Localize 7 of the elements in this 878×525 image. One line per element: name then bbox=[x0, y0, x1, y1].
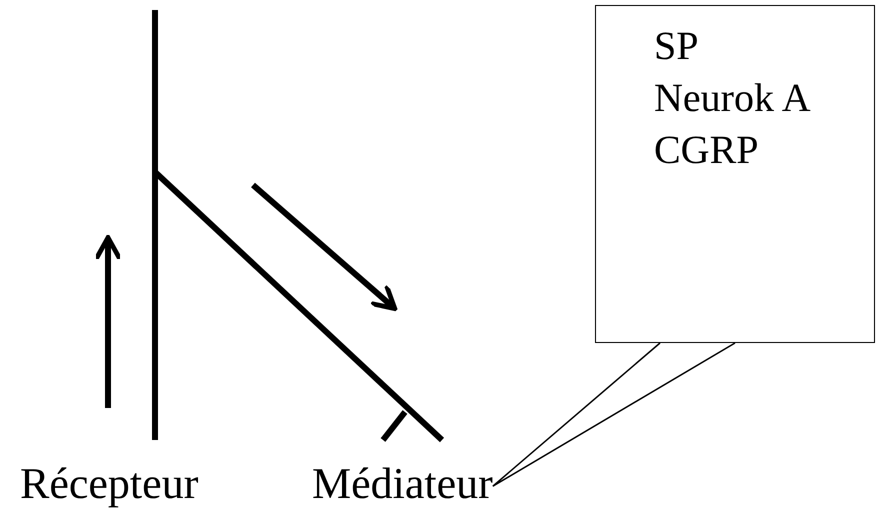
substance-label: SP bbox=[654, 26, 698, 66]
callout-pointer bbox=[492, 342, 736, 487]
substance-label: CGRP bbox=[654, 130, 758, 170]
receptor-label: Récepteur bbox=[20, 462, 198, 506]
mediator-label: Médiateur bbox=[312, 462, 493, 506]
callout-box bbox=[595, 5, 875, 343]
substance-label: Neurok A bbox=[654, 78, 811, 118]
